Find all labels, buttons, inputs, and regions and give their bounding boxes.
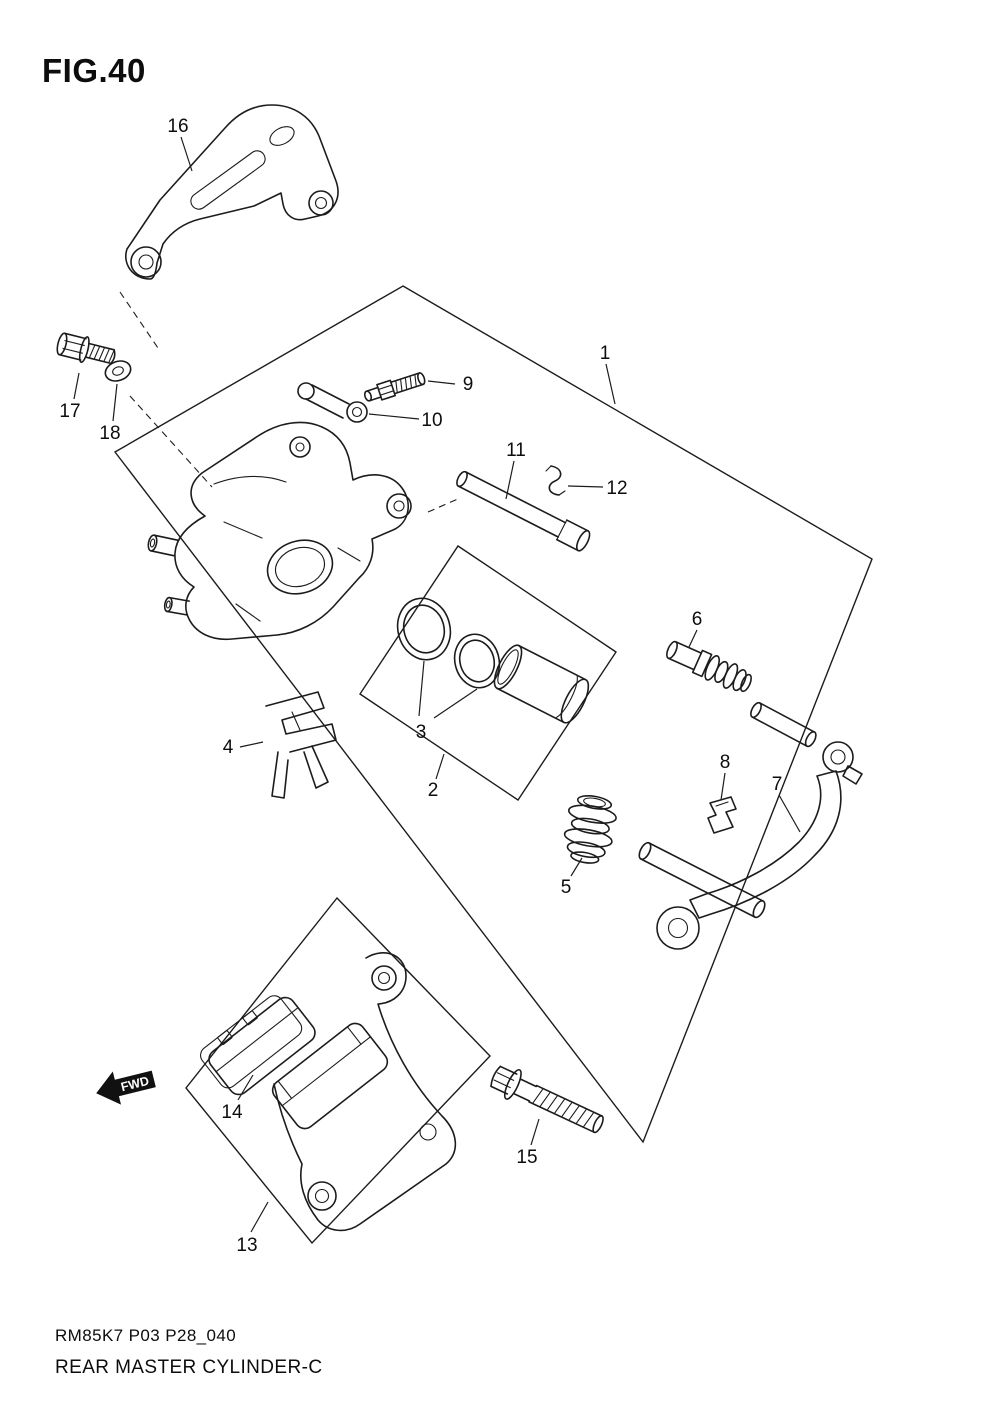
brake-pad-a-drawing [200,995,316,1096]
part-label-4: 4 [223,737,234,758]
caliper-piston-drawing [493,644,590,724]
part-15-bolt-drawing [490,1065,604,1134]
part-17-bolt-drawing [56,332,116,365]
part-6-pin-boot-drawing [666,640,752,693]
brake-pad-b-drawing [271,1022,389,1130]
part-3-seals-drawing [396,597,501,689]
part-9-bleeder-screw-drawing [363,372,426,402]
part-label-3: 3 [416,722,427,743]
part-label-12: 12 [606,478,627,499]
part-label-10: 10 [421,410,442,431]
part-label-6: 6 [692,609,703,630]
pad-set-boundary-13 [185,896,491,1245]
alignment-dash-line [129,395,213,488]
alignment-dash-line [119,291,159,349]
part-16-bracket-drawing [125,104,339,280]
part-7-torque-link-drawing [638,701,863,950]
part-label-16: 16 [167,116,188,137]
part-label-13: 13 [236,1235,257,1256]
fwd-arrow: FWD [96,1070,156,1105]
pad-retainer-drawing [273,952,457,1232]
fwd-arrow-label: FWD [119,1074,150,1094]
leader-lines [73,136,801,1233]
part-4-pad-spring-drawing [265,691,337,799]
caliper-body-drawing [147,421,412,641]
alignment-dash-line [427,497,461,513]
part-8-clip-drawing [707,796,737,834]
part-label-15: 15 [516,1147,537,1168]
part-label-11: 11 [506,440,526,461]
part-label-7: 7 [772,774,783,795]
part-18-washer-drawing [104,360,132,382]
part-label-17: 17 [59,401,80,422]
part-label-5: 5 [561,877,572,898]
part-label-8: 8 [720,752,731,773]
part-label-14: 14 [221,1102,243,1123]
part-label-2: 2 [428,780,439,801]
fiche-code: RM85K7 P03 P28_040 [55,1326,237,1345]
part-label-1: 1 [600,343,611,364]
part-10-joint-drawing [297,382,368,423]
part-12-clip-drawing [545,465,566,496]
part-5-boot-drawing [563,794,617,864]
part-label-9: 9 [463,374,474,395]
figure-name: REAR MASTER CYLINDER-C [55,1357,323,1378]
part-label-18: 18 [99,423,120,444]
part-number-labels: 1 2 3 4 5 6 7 8 9 10 11 12 13 14 15 16 1… [59,116,782,1256]
part-11-slide-pin-drawing [456,470,591,552]
seal-kit-boundary-2 [359,545,617,801]
assembly-boundary-1 [113,285,873,1144]
figure-title: FIG.40 [42,52,146,89]
